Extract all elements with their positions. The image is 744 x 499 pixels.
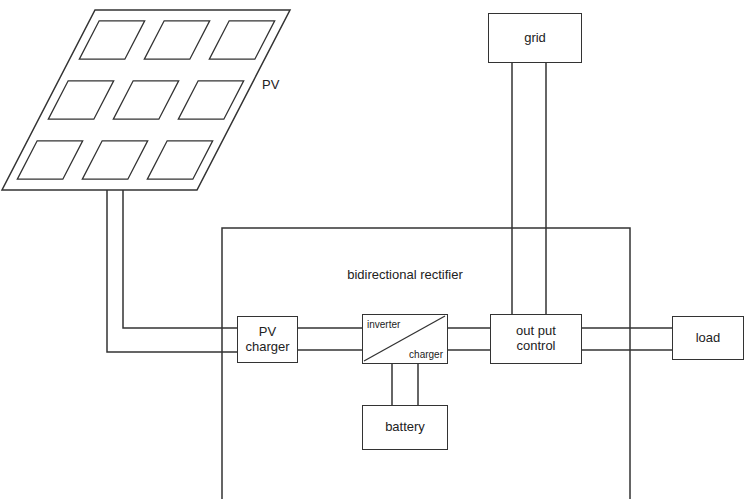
wire-conductor <box>448 327 490 329</box>
wire-conductor <box>417 364 419 405</box>
wire-conductor <box>123 190 237 328</box>
block-heading: bidirectional rectifier <box>340 268 470 283</box>
wire-conductor <box>545 63 547 314</box>
box-label: grid <box>524 31 546 46</box>
wire-conductor <box>298 327 362 329</box>
panel-cell <box>178 81 243 119</box>
box-label: load <box>696 331 721 346</box>
wire-conductor <box>582 327 672 329</box>
wire-conductor <box>107 190 237 352</box>
wire-conductor <box>582 349 672 351</box>
double-wire <box>298 328 362 350</box>
double-wire <box>392 364 418 405</box>
converter-box: inverter charger <box>362 314 448 364</box>
housing-outline <box>222 228 630 499</box>
mode-label: inverter <box>367 319 400 330</box>
double-wire <box>107 190 237 352</box>
box-label: PV charger <box>242 325 293 355</box>
double-wire <box>582 328 672 350</box>
wire-conductor <box>298 349 362 351</box>
wire-conductor <box>511 63 513 314</box>
process-box: battery <box>362 405 448 450</box>
process-box: load <box>672 316 744 360</box>
panel-label: PV <box>262 78 279 93</box>
converter-block: bidirectional rectifier inverter charger <box>340 262 470 364</box>
wire-conductor <box>448 349 490 351</box>
process-box: PV charger <box>237 316 298 363</box>
panel-cell <box>209 21 274 59</box>
mode-label: charger <box>409 349 443 360</box>
process-box: out put control <box>490 314 582 364</box>
panel-cell <box>17 141 82 179</box>
double-wire <box>448 328 490 350</box>
wire-conductor <box>391 364 393 405</box>
panel-cell <box>48 81 113 119</box>
box-label: battery <box>385 420 425 435</box>
panel-cell <box>144 21 209 59</box>
double-wire <box>512 63 546 314</box>
panel-frame <box>2 10 290 190</box>
solar-panel-drawing <box>0 0 300 195</box>
pv-panel: PV <box>0 0 300 195</box>
panel-cell <box>113 81 178 119</box>
box-label: out put control <box>495 324 577 354</box>
panel-cell <box>147 141 212 179</box>
panel-cell <box>79 21 144 59</box>
panel-cell <box>82 141 147 179</box>
process-box: grid <box>488 13 582 63</box>
